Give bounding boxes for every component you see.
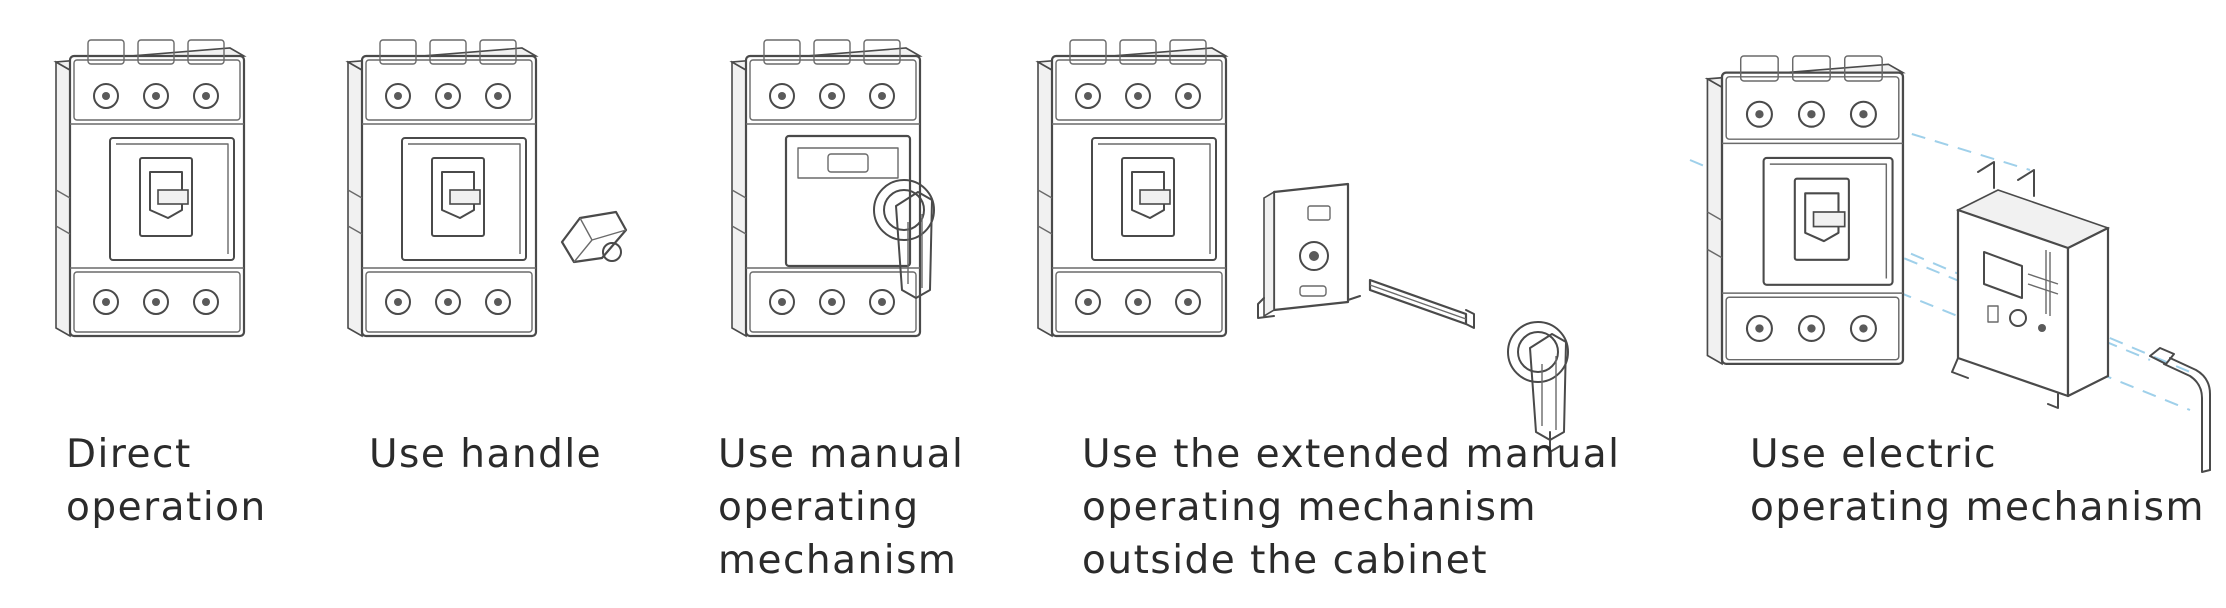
crank-handle-icon (2149, 347, 2211, 473)
label-line: mechanism (718, 538, 958, 583)
electric-motor-unit-icon (1951, 161, 2111, 409)
label-electric-mechanism: Use electric operating mechanism (1750, 428, 2205, 534)
label-line: operating mechanism (1082, 485, 1537, 530)
label-line: outside the cabinet (1082, 538, 1489, 583)
label-use-handle: Use handle (369, 428, 602, 481)
breaker-with-handle (346, 38, 538, 338)
mounting-bracket-icon (1257, 182, 1361, 319)
breaker-extended-mechanism (1036, 38, 1228, 338)
label-line: Direct (66, 432, 192, 477)
label-line: operating mechanism (1750, 485, 2205, 530)
breaker-electric-operation (1706, 54, 1905, 365)
label-extended-mechanism: Use the extended manual operating mechan… (1082, 428, 1621, 587)
label-line: Use manual (718, 432, 965, 477)
label-direct-operation: Direct operation (66, 428, 267, 534)
label-manual-mechanism: Use manual operating mechanism (718, 428, 964, 587)
label-line: Use the extended manual (1082, 432, 1621, 477)
label-line: operating (718, 485, 920, 530)
label-line: Use electric (1750, 432, 1998, 477)
detachable-handle-icon (560, 210, 628, 264)
extension-shaft-icon (1368, 278, 1475, 329)
label-line: operation (66, 485, 267, 530)
external-rotary-handle-icon (1507, 321, 1569, 453)
breaker-direct-operation (54, 38, 246, 338)
breaker-with-manual-mechanism (730, 38, 922, 338)
label-line: Use handle (369, 432, 603, 477)
